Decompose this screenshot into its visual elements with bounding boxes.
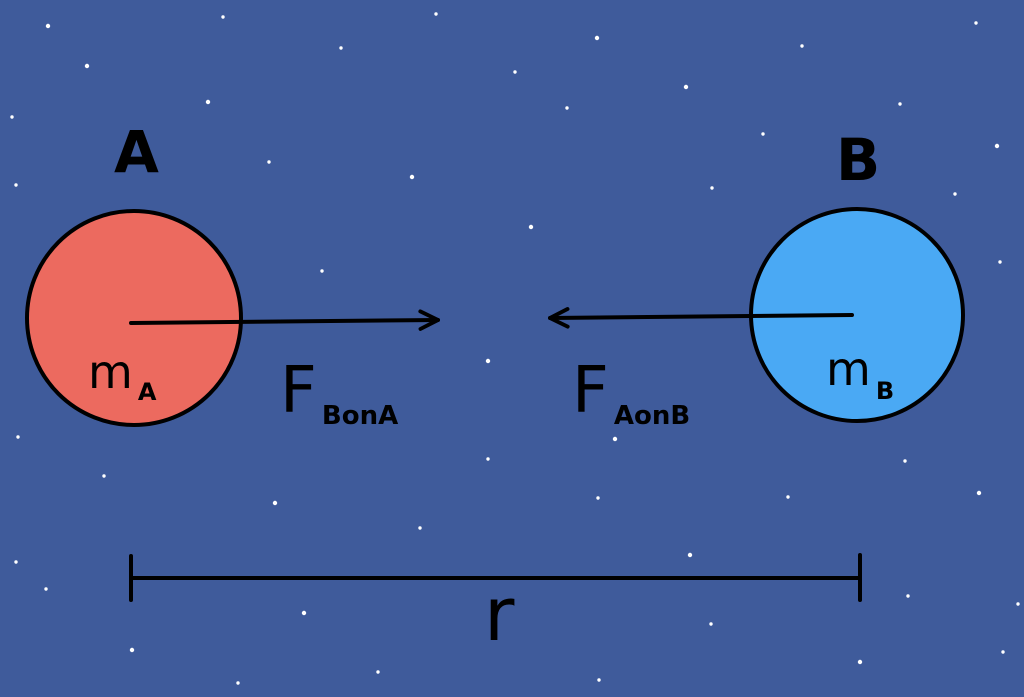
force-b-on-a-label: F BonA [280,354,398,431]
star [434,12,438,16]
star [596,496,600,500]
distance-label: r [484,572,515,658]
star [418,526,422,530]
body-a: A m A [25,118,243,427]
star-field [10,12,1020,685]
star [761,132,765,136]
star [272,500,278,506]
star [800,44,804,48]
star [320,269,324,273]
force-a-on-b-label: F AonB [572,354,690,431]
star [565,106,569,110]
force-a-on-b-arrow [548,307,854,329]
star [974,21,978,25]
star [976,490,982,496]
body-a-circle [25,209,243,427]
star [994,143,1000,149]
star [594,35,600,41]
star [1016,602,1020,606]
star [301,610,307,616]
star [709,622,713,626]
star [953,192,957,196]
star [102,474,106,478]
star [409,174,415,180]
star [710,186,714,190]
star [221,15,225,19]
star [683,84,689,90]
star [898,102,902,106]
star [998,260,1002,264]
star [1001,650,1005,654]
body-a-mass-subscript: A [138,378,157,406]
star [687,552,693,558]
star [612,436,618,442]
star [376,670,380,674]
body-b-mass: m B [826,342,894,405]
star [14,560,18,564]
star [45,23,51,29]
star [44,587,48,591]
star [528,224,534,230]
body-b: B m B [749,126,965,423]
star [513,70,517,74]
star [339,46,343,50]
star [485,358,491,364]
star [84,63,90,69]
force-a-on-b-symbol: F [572,354,609,428]
star [486,457,490,461]
star [16,435,20,439]
star [14,183,18,187]
distance-bar [129,553,862,602]
star [10,115,14,119]
star [857,659,863,665]
star [906,594,910,598]
force-b-on-a-subscript: BonA [322,401,398,431]
star [597,678,601,682]
star [267,160,271,164]
star [786,495,790,499]
body-b-mass-symbol: m [826,342,871,396]
body-a-mass: m A [88,345,157,406]
body-b-label: B [836,126,880,194]
body-b-mass-subscript: B [876,377,894,405]
force-b-on-a-symbol: F [280,354,317,428]
star [205,99,211,105]
body-a-label: A [114,118,159,186]
force-b-on-a-arrow [129,309,440,331]
star [903,459,907,463]
force-a-on-b-subscript: AonB [614,401,690,431]
body-a-mass-symbol: m [88,345,133,399]
star [236,681,240,685]
star [129,647,135,653]
